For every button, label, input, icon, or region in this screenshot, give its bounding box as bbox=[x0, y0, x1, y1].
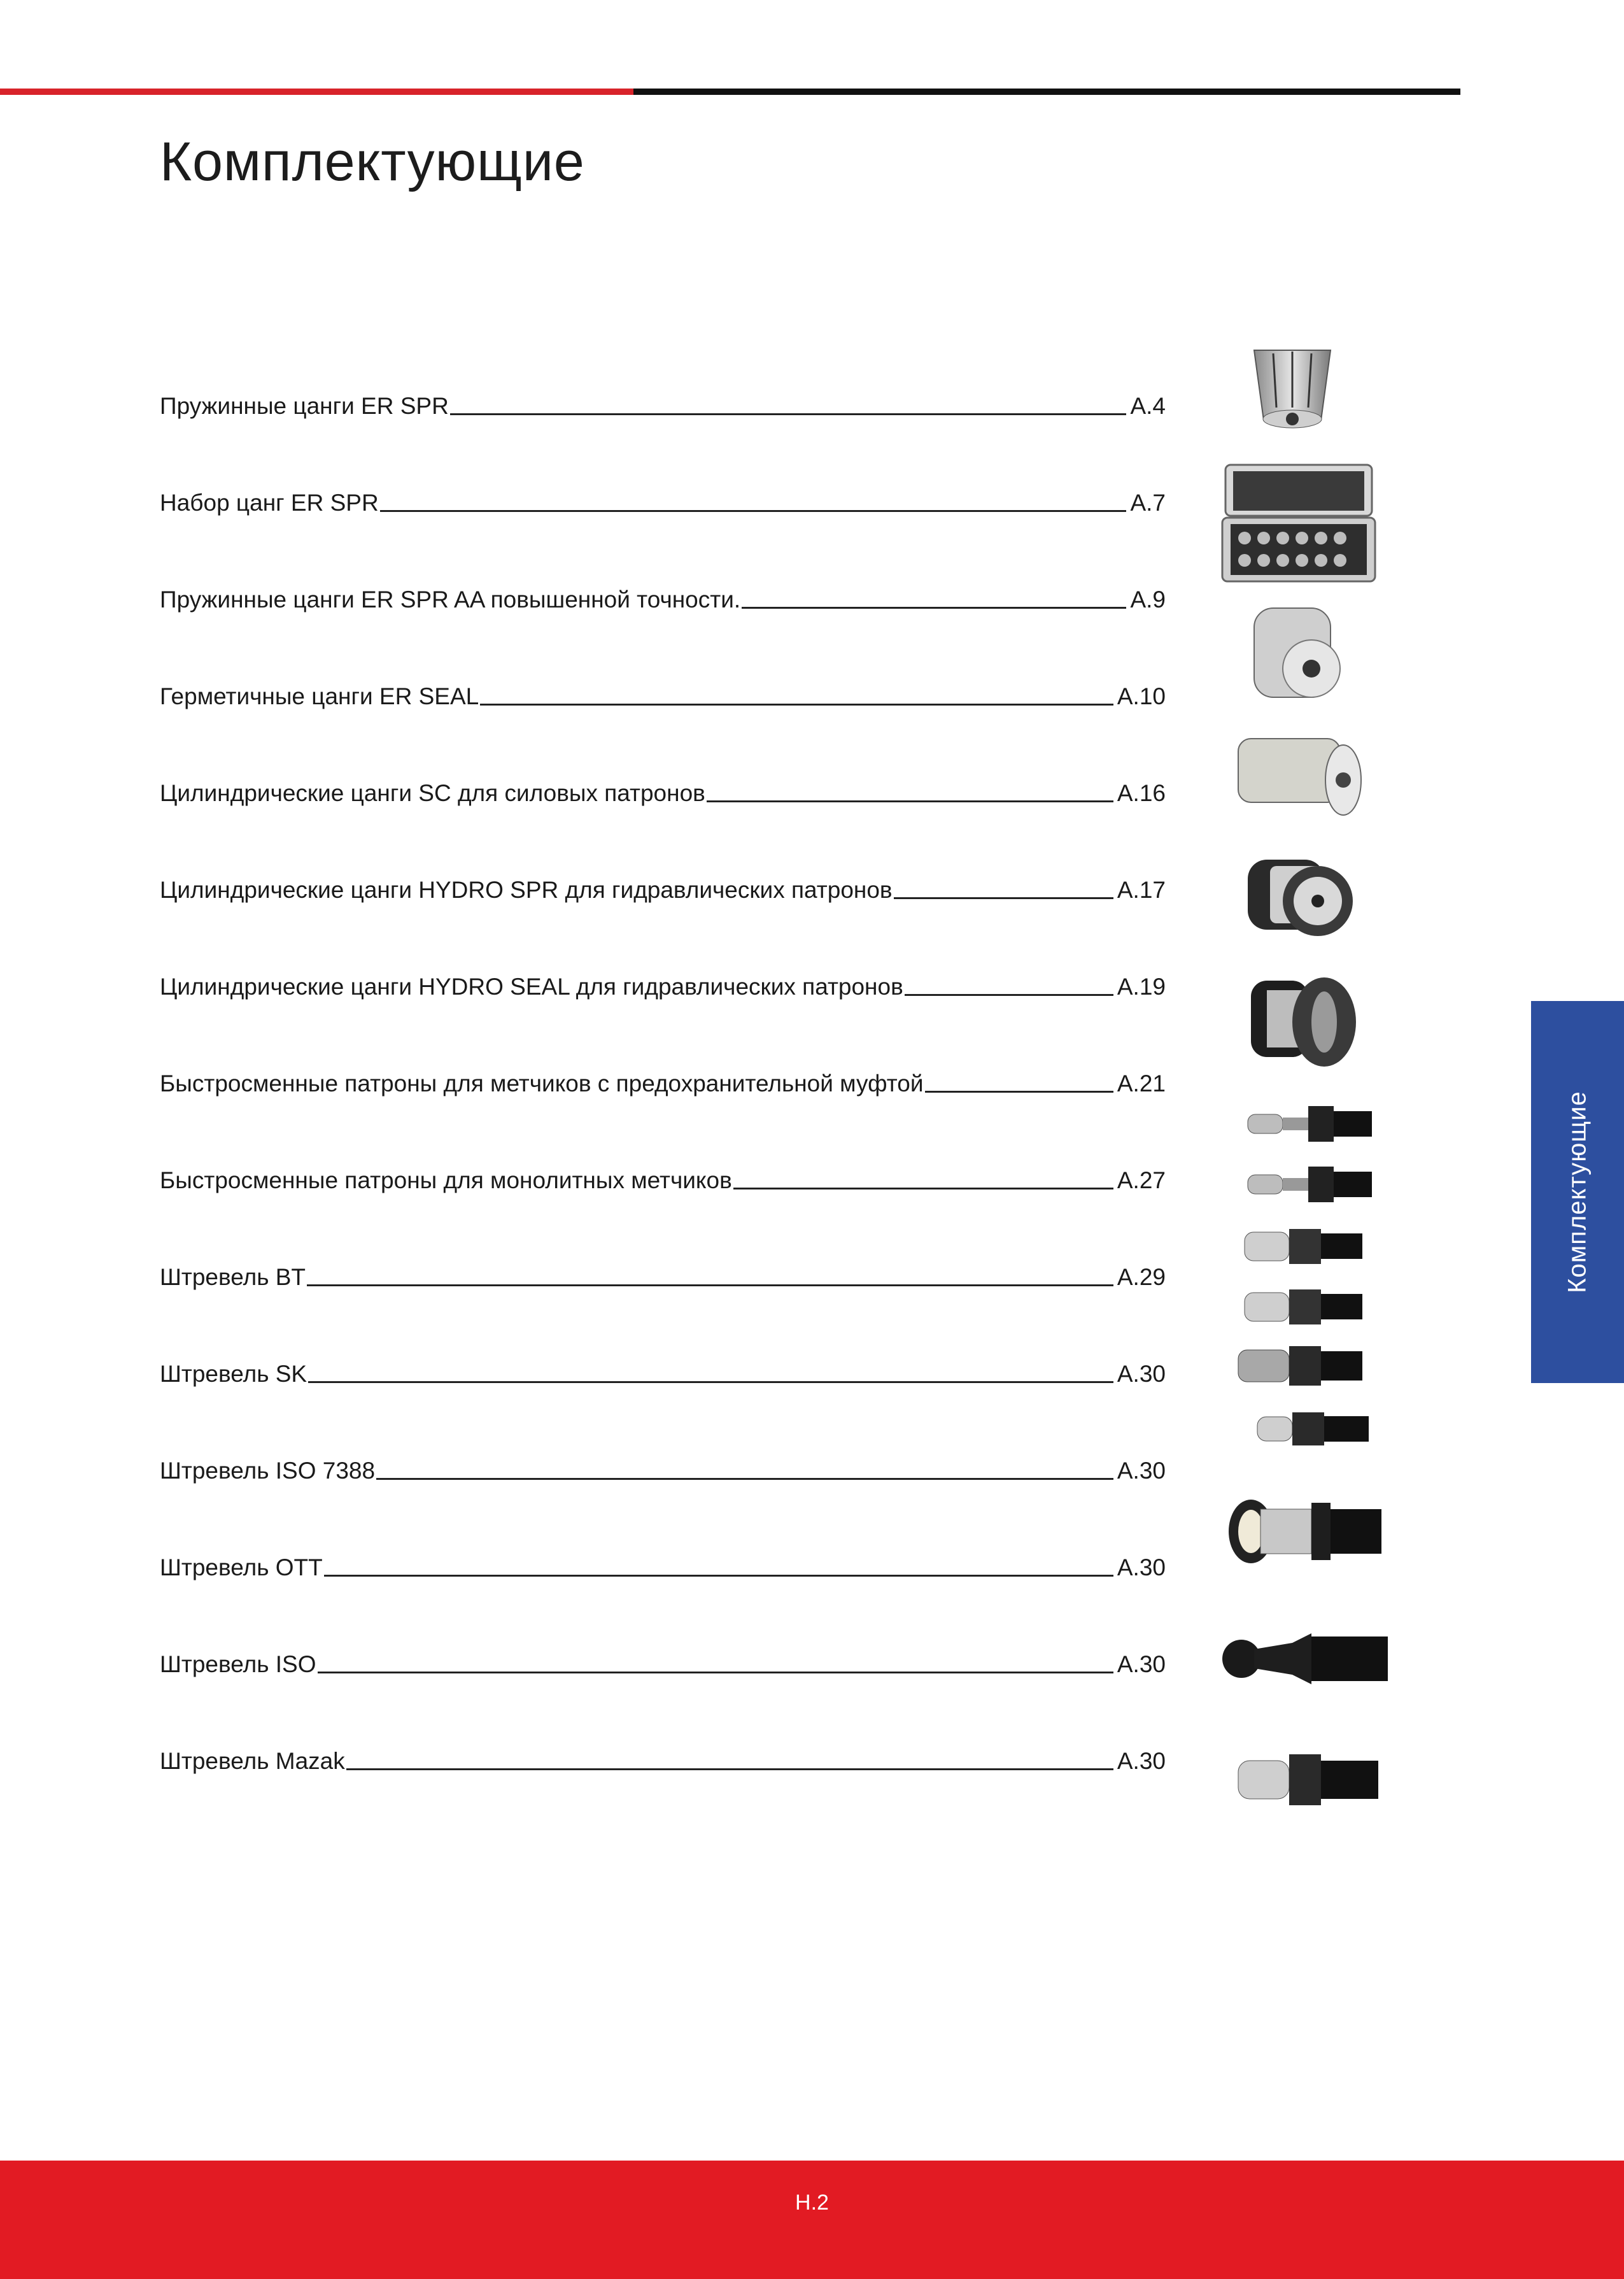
toc-entry-title: Герметичные цанги ER SEAL bbox=[160, 683, 479, 709]
toc-leader-line bbox=[317, 1672, 1113, 1673]
toc-entry[interactable]: Цилиндрические цанги HYDRO SEAL для гидр… bbox=[160, 963, 1166, 1001]
toc-leader-line bbox=[449, 413, 1127, 415]
toc-entry-page: A.30 bbox=[1117, 1361, 1166, 1387]
toc-leader-line bbox=[379, 510, 1127, 512]
toc-entry[interactable]: Штревель SK A.30 bbox=[160, 1350, 1166, 1388]
toc-leader-line bbox=[742, 607, 1127, 609]
pull-stud-ott-image bbox=[1244, 1289, 1362, 1324]
section-side-tab[interactable]: Комплектующие bbox=[1531, 1001, 1624, 1383]
product-images bbox=[1210, 337, 1413, 1834]
toc-leader-line bbox=[308, 1381, 1113, 1383]
toc-entry-page: A.7 bbox=[1130, 490, 1166, 516]
toc-leader-line bbox=[733, 1188, 1113, 1189]
toc-entry[interactable]: Герметичные цанги ER SEAL A.10 bbox=[160, 672, 1166, 711]
tap-chuck-monolithic-image bbox=[1251, 977, 1356, 1067]
toc-entry[interactable]: Быстросменные патроны для метчиков с пре… bbox=[160, 1060, 1166, 1098]
tap-chuck-image bbox=[1248, 860, 1353, 936]
toc-entry[interactable]: Пружинные цанги ER SPR A.4 bbox=[160, 382, 1166, 420]
toc-entry-title: Быстросменные патроны для метчиков с пре… bbox=[160, 1070, 924, 1097]
toc-entry-page: A.17 bbox=[1117, 877, 1166, 903]
toc-entry-page: A.16 bbox=[1117, 780, 1166, 806]
toc-entry-title: Пружинные цанги ER SPR AA повышенной точ… bbox=[160, 586, 741, 613]
toc-entry-page: A.30 bbox=[1117, 1651, 1166, 1677]
pull-stud-sk-image bbox=[1247, 1167, 1372, 1202]
toc-entry-title: Штревель ISO bbox=[160, 1651, 316, 1677]
top-rule-black bbox=[633, 89, 1460, 95]
page-title: Комплектующие bbox=[160, 131, 585, 192]
toc-entry-page: A.19 bbox=[1117, 974, 1166, 1000]
toc-entry-title: Штревель Mazak bbox=[160, 1748, 345, 1774]
toc-entry[interactable]: Штревель BT A.29 bbox=[160, 1253, 1166, 1291]
toc-entry-page: A.29 bbox=[1117, 1264, 1166, 1290]
toc-entry[interactable]: Штревель Mazak A.30 bbox=[160, 1737, 1166, 1775]
toc-entry-title: Набор цанг ER SPR bbox=[160, 490, 379, 516]
toc-entry-title: Штревель OTT bbox=[160, 1554, 323, 1580]
pull-stud-black-image bbox=[1222, 1633, 1388, 1684]
toc-leader-line bbox=[307, 1284, 1113, 1286]
pull-stud-small-image bbox=[1238, 1754, 1378, 1805]
toc-entry[interactable]: Быстросменные патроны для монолитных мет… bbox=[160, 1156, 1166, 1195]
toc-entry-title: Штревель ISO 7388 bbox=[160, 1458, 376, 1484]
toc-entry[interactable]: Набор цанг ER SPR A.7 bbox=[160, 479, 1166, 517]
toc-entry-page: A.10 bbox=[1117, 683, 1166, 709]
section-side-tab-label: Комплектующие bbox=[1563, 1091, 1592, 1293]
collet-set-case-image bbox=[1221, 464, 1376, 583]
pull-stud-bt-image bbox=[1247, 1106, 1372, 1142]
pull-stud-iso7388-image bbox=[1244, 1229, 1362, 1264]
top-rule-red bbox=[0, 89, 633, 95]
toc-entry[interactable]: Штревель OTT A.30 bbox=[160, 1544, 1166, 1582]
toc-entry-page: A.30 bbox=[1117, 1554, 1166, 1580]
pull-stud-iso-image bbox=[1238, 1346, 1362, 1386]
toc-entry-page: A.27 bbox=[1117, 1167, 1166, 1193]
toc-entry-title: Пружинные цанги ER SPR bbox=[160, 393, 449, 419]
toc-leader-line bbox=[323, 1575, 1113, 1577]
toc-entry-title: Цилиндрические цанги HYDRO SPR для гидра… bbox=[160, 877, 893, 903]
er-collet-image bbox=[1253, 350, 1332, 429]
toc-entry[interactable]: Штревель ISO A.30 bbox=[160, 1640, 1166, 1679]
toc-entry-page: A.21 bbox=[1117, 1070, 1166, 1097]
toc-entry-page: A.9 bbox=[1130, 586, 1166, 613]
toc-entry[interactable]: Цилиндрические цанги HYDRO SPR для гидра… bbox=[160, 866, 1166, 904]
toc-entry-title: Цилиндрические цанги SC для силовых патр… bbox=[160, 780, 705, 806]
hydro-collet-image bbox=[1238, 738, 1362, 816]
toc-entry[interactable]: Штревель ISO 7388 A.30 bbox=[160, 1447, 1166, 1485]
toc-entry-title: Штревель BT bbox=[160, 1264, 306, 1290]
sc-collet-image bbox=[1253, 607, 1341, 698]
pull-stud-mazak-image bbox=[1257, 1412, 1369, 1445]
page-number: H.2 bbox=[795, 2190, 829, 2215]
toc-entry[interactable]: Цилиндрические цанги SC для силовых патр… bbox=[160, 769, 1166, 807]
toc-entry-title: Быстросменные патроны для монолитных мет… bbox=[160, 1167, 732, 1193]
toc-entry-page: A.4 bbox=[1130, 393, 1166, 419]
toc-leader-line bbox=[904, 994, 1113, 996]
toc-leader-line bbox=[924, 1091, 1113, 1093]
toc-leader-line bbox=[346, 1768, 1113, 1770]
toc-leader-line bbox=[706, 800, 1113, 802]
toc-entry[interactable]: Пружинные цанги ER SPR AA повышенной точ… bbox=[160, 576, 1166, 614]
toc-leader-line bbox=[893, 897, 1113, 899]
toc-leader-line bbox=[480, 704, 1113, 706]
toc-entry-title: Штревель SK bbox=[160, 1361, 307, 1387]
toc-entry-page: A.30 bbox=[1117, 1748, 1166, 1774]
toc-leader-line bbox=[376, 1478, 1113, 1480]
footer-bar bbox=[0, 2161, 1624, 2279]
pull-stud-large-image bbox=[1229, 1500, 1381, 1563]
toc-entry-title: Цилиндрические цанги HYDRO SEAL для гидр… bbox=[160, 974, 903, 1000]
toc-entry-page: A.30 bbox=[1117, 1458, 1166, 1484]
